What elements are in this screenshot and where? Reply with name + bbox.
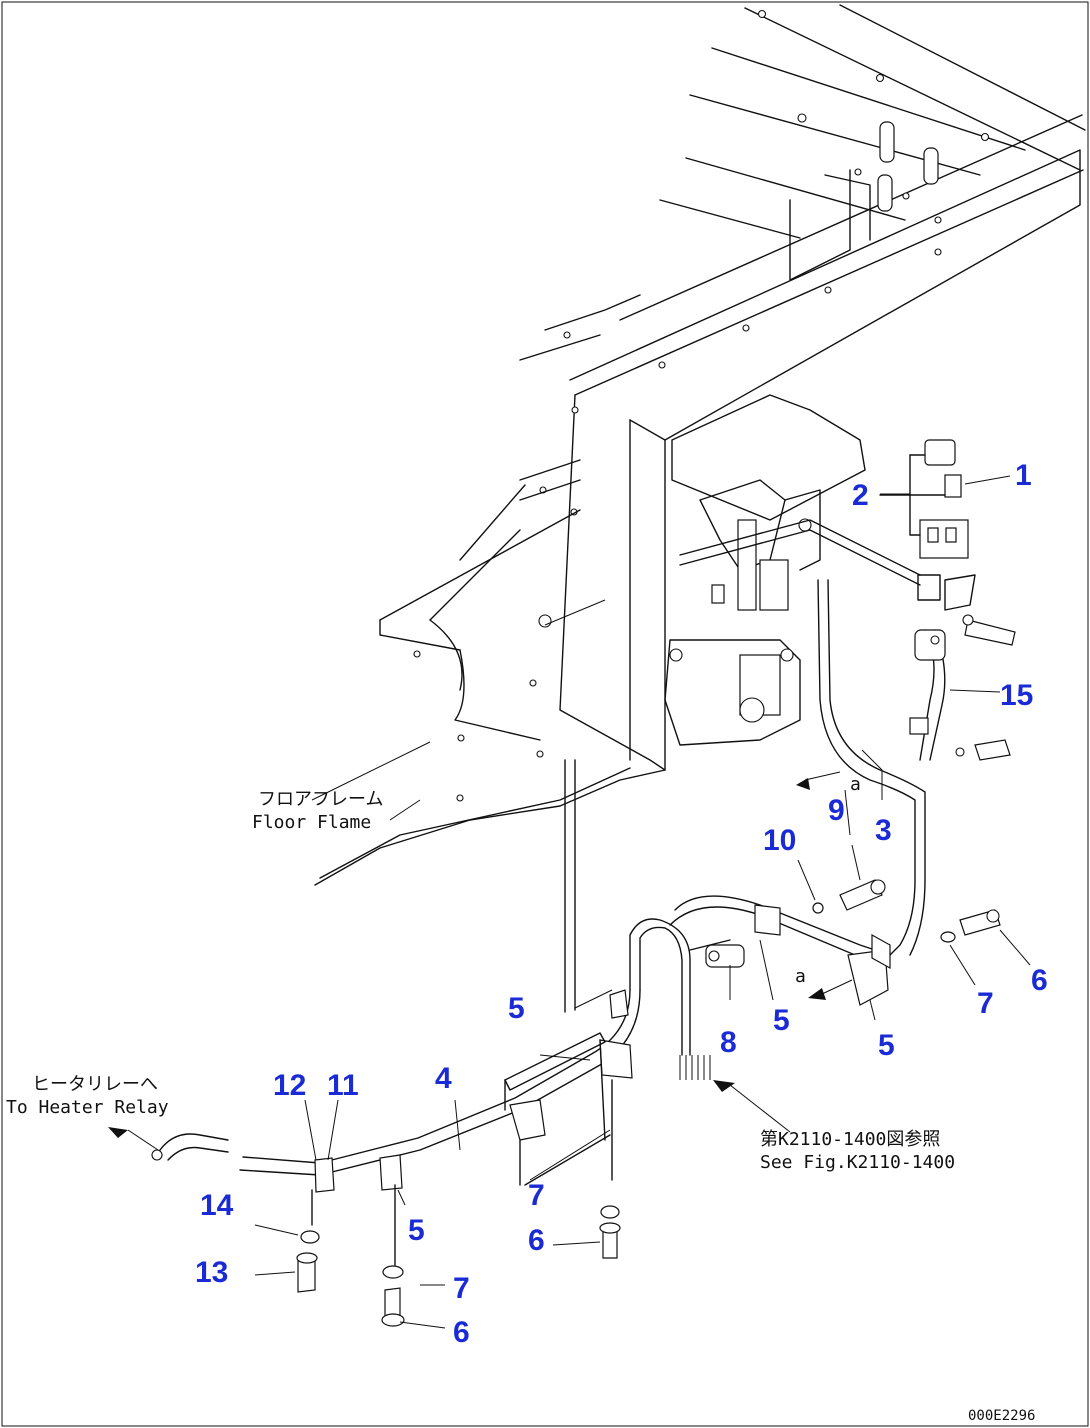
callout-5-clamp-b: 5	[878, 1029, 895, 1062]
callouts: 1 2 3 4 5 5 5 5 6 6 6 7 7 7 8 9 10 11 12…	[195, 459, 1048, 1349]
notes: フロアフレーム Floor Flame ヒータリレーへ To Heater Re…	[6, 774, 1035, 1424]
callout-7-center: 7	[528, 1179, 545, 1212]
callout-14: 14	[200, 1189, 234, 1222]
view-mark-a2: a	[850, 774, 861, 795]
callout-13: 13	[195, 1256, 228, 1289]
arrow-see-fig-icon	[713, 1080, 735, 1092]
relay-assembly	[879, 439, 1016, 646]
callout-5-box: 5	[508, 992, 525, 1025]
floor-frame-label-jp: フロアフレーム	[258, 789, 383, 810]
see-fig-label-jp: 第K2110-1400図参照	[760, 1129, 940, 1150]
arrows	[108, 778, 853, 1151]
callout-6-right: 6	[1031, 964, 1048, 997]
callout-1: 1	[1015, 459, 1032, 492]
fasteners	[296, 879, 1001, 1327]
callout-8: 8	[720, 1026, 737, 1059]
callout-7-right: 7	[977, 987, 994, 1020]
wiring-harness	[151, 579, 1011, 1266]
view-mark-a: a	[795, 966, 806, 987]
leader-lines	[254, 475, 1031, 1329]
drawing-code: 000E2296	[968, 1408, 1035, 1424]
callout-15: 15	[1000, 679, 1033, 712]
floor-structure	[314, 4, 1086, 1013]
heater-relay-label-en: To Heater Relay	[6, 1097, 169, 1118]
callout-6-left: 6	[453, 1316, 470, 1349]
see-fig-label-en: See Fig.K2110-1400	[760, 1152, 955, 1173]
callout-12: 12	[273, 1069, 306, 1102]
callout-6-center: 6	[528, 1224, 545, 1257]
callout-2: 2	[852, 479, 869, 512]
callout-9: 9	[828, 794, 845, 827]
callout-4: 4	[435, 1062, 452, 1095]
heater-relay-label-jp: ヒータリレーへ	[32, 1074, 158, 1095]
bolt-holes	[413, 9, 990, 802]
floor-frame-label-en: Floor Flame	[252, 812, 371, 833]
callout-10: 10	[763, 824, 796, 857]
arrow-to-heater-relay-icon	[108, 1127, 128, 1138]
callout-5-clamp-c: 5	[408, 1214, 425, 1247]
callout-5-clamp-a: 5	[773, 1004, 790, 1037]
arrow-view-a2-icon	[796, 778, 810, 790]
callout-3: 3	[875, 814, 892, 847]
arrow-view-a-icon	[808, 988, 826, 1000]
callout-11: 11	[327, 1069, 359, 1102]
callout-7-left: 7	[453, 1272, 470, 1305]
